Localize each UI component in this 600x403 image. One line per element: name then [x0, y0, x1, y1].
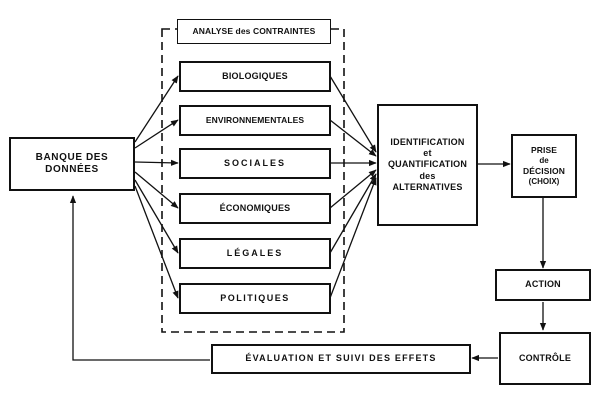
constraint-sociales-box: SOCIALES	[179, 148, 331, 179]
arrow-biologiques-ident	[329, 75, 377, 153]
action-box: ACTION	[495, 269, 591, 301]
fan-out-arrows	[134, 75, 179, 299]
constraint-environnementales-label: ENVIRONNEMENTALES	[205, 115, 305, 126]
constraint-politiques-label: POLITIQUES	[220, 292, 290, 303]
constraint-politiques-box: POLITIQUES	[179, 283, 331, 314]
decision-line-4: (CHOIX)	[528, 176, 560, 186]
constraint-economiques-box: ÉCONOMIQUES	[179, 193, 331, 224]
arrow-bank-environnementales	[134, 119, 179, 149]
decision-line-3: DÉCISION	[523, 166, 565, 176]
arrow-economiques-ident	[329, 169, 377, 209]
data-bank-line-2: DONNÉES	[45, 164, 99, 175]
identification-line-1: IDENTIFICATION	[390, 136, 465, 147]
control-box: CONTRÔLE	[499, 332, 591, 385]
constraint-environnementales-box: ENVIRONNEMENTALES	[179, 105, 331, 136]
decision-line-1: PRISE	[530, 145, 557, 156]
arrow-bank-sociales	[134, 159, 179, 166]
analysis-header-label: ANALYSE des CONTRAINTES	[192, 26, 316, 37]
identification-line-2: et	[423, 148, 432, 159]
analysis-header-box: ANALYSE des CONTRAINTES	[177, 19, 331, 44]
identification-line-3: QUANTIFICATION	[387, 159, 468, 170]
action-label: ACTION	[525, 279, 561, 290]
arrow-legales-ident	[329, 173, 377, 254]
decision-line-2: de	[539, 156, 549, 165]
identification-line-5: ALTERNATIVES	[392, 181, 463, 192]
evaluation-label: ÉVALUATION ET SUIVI DES EFFETS	[245, 353, 437, 364]
arrow-bank-legales	[134, 179, 179, 254]
constraint-legales-label: LÉGALES	[226, 247, 284, 258]
identification-box: IDENTIFICATION et QUANTIFICATION des ALT…	[377, 104, 478, 226]
data-bank-box: BANQUE DES DONNÉES	[9, 137, 135, 191]
constraint-economiques-label: ÉCONOMIQUES	[219, 202, 291, 213]
constraint-biologiques-box: BIOLOGIQUES	[179, 61, 331, 92]
data-bank-line-1: BANQUE DES	[35, 151, 109, 163]
arrow-environnementales-ident	[329, 119, 377, 157]
fan-in-arrows	[329, 75, 377, 299]
constraint-sociales-label: SOCIALES	[223, 157, 286, 168]
evaluation-box: ÉVALUATION ET SUIVI DES EFFETS	[211, 344, 471, 374]
arrow-bank-economiques	[134, 171, 179, 209]
arrow-bank-biologiques	[134, 75, 179, 143]
arrow-bank-politiques	[134, 185, 179, 299]
decision-box: PRISE de DÉCISION (CHOIX)	[511, 134, 577, 198]
control-label: CONTRÔLE	[518, 352, 572, 363]
identification-line-4: des	[419, 170, 436, 181]
arrow-politiques-ident	[329, 177, 377, 299]
arrow-evaluation-bank	[69, 195, 210, 361]
constraint-biologiques-label: BIOLOGIQUES	[222, 70, 288, 81]
flow-arrows	[69, 160, 547, 362]
constraint-legales-box: LÉGALES	[179, 238, 331, 269]
